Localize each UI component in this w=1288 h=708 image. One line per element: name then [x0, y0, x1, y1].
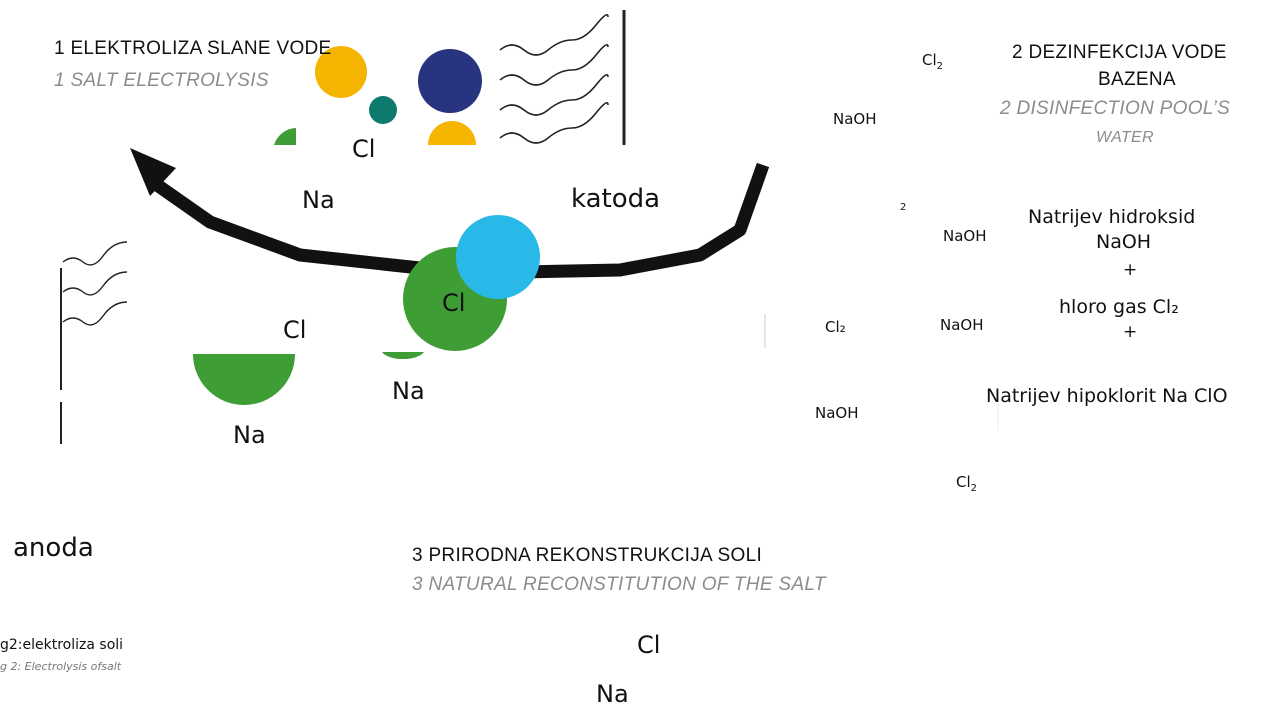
section3-title: 3 PRIRODNA REKONSTRUKCIJA SOLI	[412, 545, 763, 566]
arrow-head	[130, 148, 176, 196]
product-cl2-bottom: Cl2	[956, 473, 977, 494]
green-half-atom-left	[193, 354, 295, 405]
summary-line3: hloro gas Cl₂	[1059, 296, 1179, 318]
green-atom-sliver	[382, 352, 424, 360]
ion-label-na-top: Na	[302, 186, 335, 214]
yellow-atom-partial	[428, 121, 476, 145]
left-wave-lines	[62, 241, 128, 326]
product-cl2-mid: Cl₂	[825, 318, 846, 336]
anode-label: anoda	[13, 533, 94, 563]
product-naoh-2: NaOH	[943, 227, 987, 245]
section1-title: 1 ELEKTROLIZA SLANE VODE	[54, 38, 332, 59]
stray-subscript: 2	[900, 202, 907, 213]
product-cl2-top: Cl2	[922, 51, 943, 72]
product-naoh-3: NaOH	[940, 316, 984, 334]
ion-label-na-center: Na	[392, 377, 425, 405]
right-wave-lines	[499, 14, 609, 144]
cathode-label: katoda	[571, 184, 661, 214]
navy-atom	[418, 49, 482, 113]
ion-label-na-left: Na	[233, 421, 266, 449]
section2-title-line2: BAZENA	[1098, 69, 1176, 90]
ion-label-cl-left: Cl	[283, 316, 307, 344]
summary-line1: Natrijev hidroksid	[1028, 206, 1196, 228]
ion-label-cl-center: Cl	[442, 289, 466, 317]
cl2-top-subscript: 2	[936, 61, 944, 72]
ion-label-cl-top: Cl	[352, 135, 376, 163]
yellow-atom-top	[315, 46, 367, 98]
figure-caption-local: g2:elektroliza soli	[0, 637, 124, 653]
section2-subtitle-line2: WATER	[1096, 129, 1154, 146]
summary-plus2: +	[1123, 322, 1138, 342]
teal-atom	[369, 96, 397, 124]
section1-subtitle: 1 SALT ELECTROLYSIS	[54, 70, 269, 91]
cl2-bottom-subscript: 2	[970, 483, 978, 494]
figure-caption-english: g 2: Electrolysis ofsalt	[0, 660, 122, 673]
summary-line2: NaOH	[1096, 231, 1152, 253]
green-atom-partial-top	[274, 128, 296, 145]
cl2-top-symbol: Cl	[922, 51, 937, 69]
ion-label-cl-bottom: Cl	[637, 631, 661, 659]
product-naoh-1: NaOH	[833, 110, 877, 128]
product-naoh-4: NaOH	[815, 404, 859, 422]
summary-plus1: +	[1123, 260, 1138, 280]
section2-title-line1: 2 DEZINFEKCIJA VODE	[1012, 42, 1227, 63]
summary-line4: Natrijev hipoklorit Na ClO	[986, 385, 1228, 407]
section3-subtitle: 3 NATURAL RECONSTITUTION OF THE SALT	[412, 574, 826, 595]
ion-label-na-bottom: Na	[596, 680, 629, 708]
section2-subtitle-line1: 2 DISINFECTION POOL’S	[1000, 98, 1231, 119]
sodium-atom-cyan	[456, 215, 540, 299]
cl2-bottom-symbol: Cl	[956, 473, 971, 491]
